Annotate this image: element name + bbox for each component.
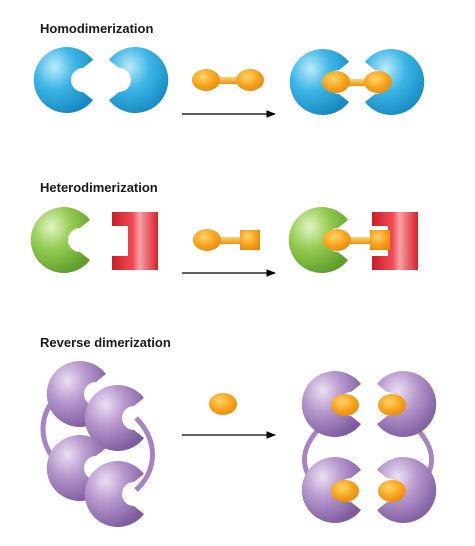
homodimer-ligand-icon <box>192 69 264 91</box>
heterodimerization-title: Heterodimerization <box>40 180 158 195</box>
homodimerization-title: Homodimerization <box>40 21 154 36</box>
homodimer-complex-icon <box>289 48 425 115</box>
reverse-dimer-ligand-icon <box>209 393 237 415</box>
reverse-dimer-complex-icon <box>40 361 155 527</box>
homodimer-right-protein-icon <box>109 47 169 113</box>
reverse-dimerization-title: Reverse dimerization <box>40 335 171 350</box>
homodimer-left-protein-icon <box>33 46 93 113</box>
heterodimer-ligand-icon <box>193 229 260 251</box>
heterodimer-red-protein-icon <box>112 212 158 270</box>
heterodimer-green-protein-icon <box>30 207 90 273</box>
heterodimer-complex-icon <box>288 207 418 273</box>
reverse-dimer-dissociated-icon <box>301 371 437 523</box>
